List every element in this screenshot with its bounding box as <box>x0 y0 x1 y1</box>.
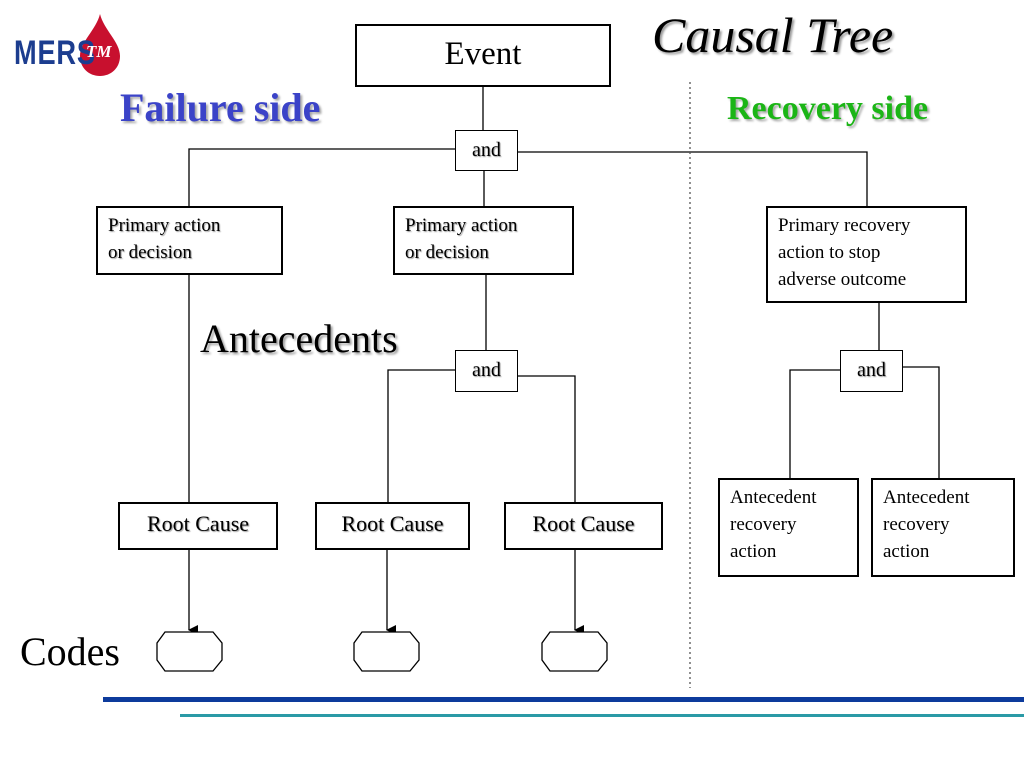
antecedent-recovery-node-2: Antecedent recovery action <box>871 478 1015 577</box>
recovery-side-heading: Recovery side <box>727 90 929 127</box>
connector-and-left <box>188 148 455 206</box>
bottom-rule-teal <box>180 714 1024 717</box>
primary-recovery-line2: action to stop <box>778 242 881 263</box>
connector-and-rootcause-2 <box>387 369 455 502</box>
codes-label: Codes <box>20 629 120 674</box>
primary-action-node-1: Primary action or decision <box>96 206 283 275</box>
antecedent-recovery-1-line3: action <box>730 541 777 562</box>
connector-and-antecedent-1 <box>789 369 840 478</box>
code-shape-1 <box>156 631 223 672</box>
primary-action-1-line1: Primary action <box>108 215 221 236</box>
primary-action-2-line1: Primary action <box>405 215 518 236</box>
root-cause-node-2: Root Cause <box>315 502 470 550</box>
connector-and-right <box>518 151 868 206</box>
connector-and-rootcause-3 <box>518 375 576 502</box>
antecedent-recovery-2-line2: recovery <box>883 514 950 535</box>
logo-mark-text: TM <box>86 42 112 61</box>
antecedent-recovery-1-line1: Antecedent <box>730 487 817 508</box>
and-gate-failure: and <box>455 350 518 392</box>
and-gate-recovery: and <box>840 350 903 392</box>
antecedent-recovery-node-1: Antecedent recovery action <box>718 478 859 577</box>
code-shape-2 <box>353 631 420 672</box>
primary-action-node-2: Primary action or decision <box>393 206 574 275</box>
and-gate-top: and <box>455 130 518 171</box>
antecedent-recovery-2-line1: Antecedent <box>883 487 970 508</box>
primary-action-2-line2: or decision <box>405 242 489 263</box>
failure-side-heading: Failure side <box>120 85 321 130</box>
logo-drop-icon <box>80 14 120 76</box>
bottom-rule-blue <box>103 697 1024 702</box>
primary-recovery-line3: adverse outcome <box>778 269 907 290</box>
code-shape-3 <box>541 631 608 672</box>
logo-text: MERS <box>14 34 96 72</box>
connector-and-antecedent-2 <box>903 366 940 478</box>
root-cause-node-3: Root Cause <box>504 502 663 550</box>
event-node: Event <box>355 24 611 87</box>
primary-recovery-line1: Primary recovery <box>778 215 911 236</box>
antecedent-recovery-1-line2: recovery <box>730 514 797 535</box>
antecedent-recovery-2-line3: action <box>883 541 930 562</box>
antecedents-label: Antecedents <box>200 316 398 361</box>
page-title: Causal Tree <box>652 7 894 63</box>
event-label: Event <box>444 36 522 72</box>
root-cause-node-1: Root Cause <box>118 502 278 550</box>
primary-action-1-line2: or decision <box>108 242 192 263</box>
primary-recovery-node: Primary recovery action to stop adverse … <box>766 206 967 303</box>
